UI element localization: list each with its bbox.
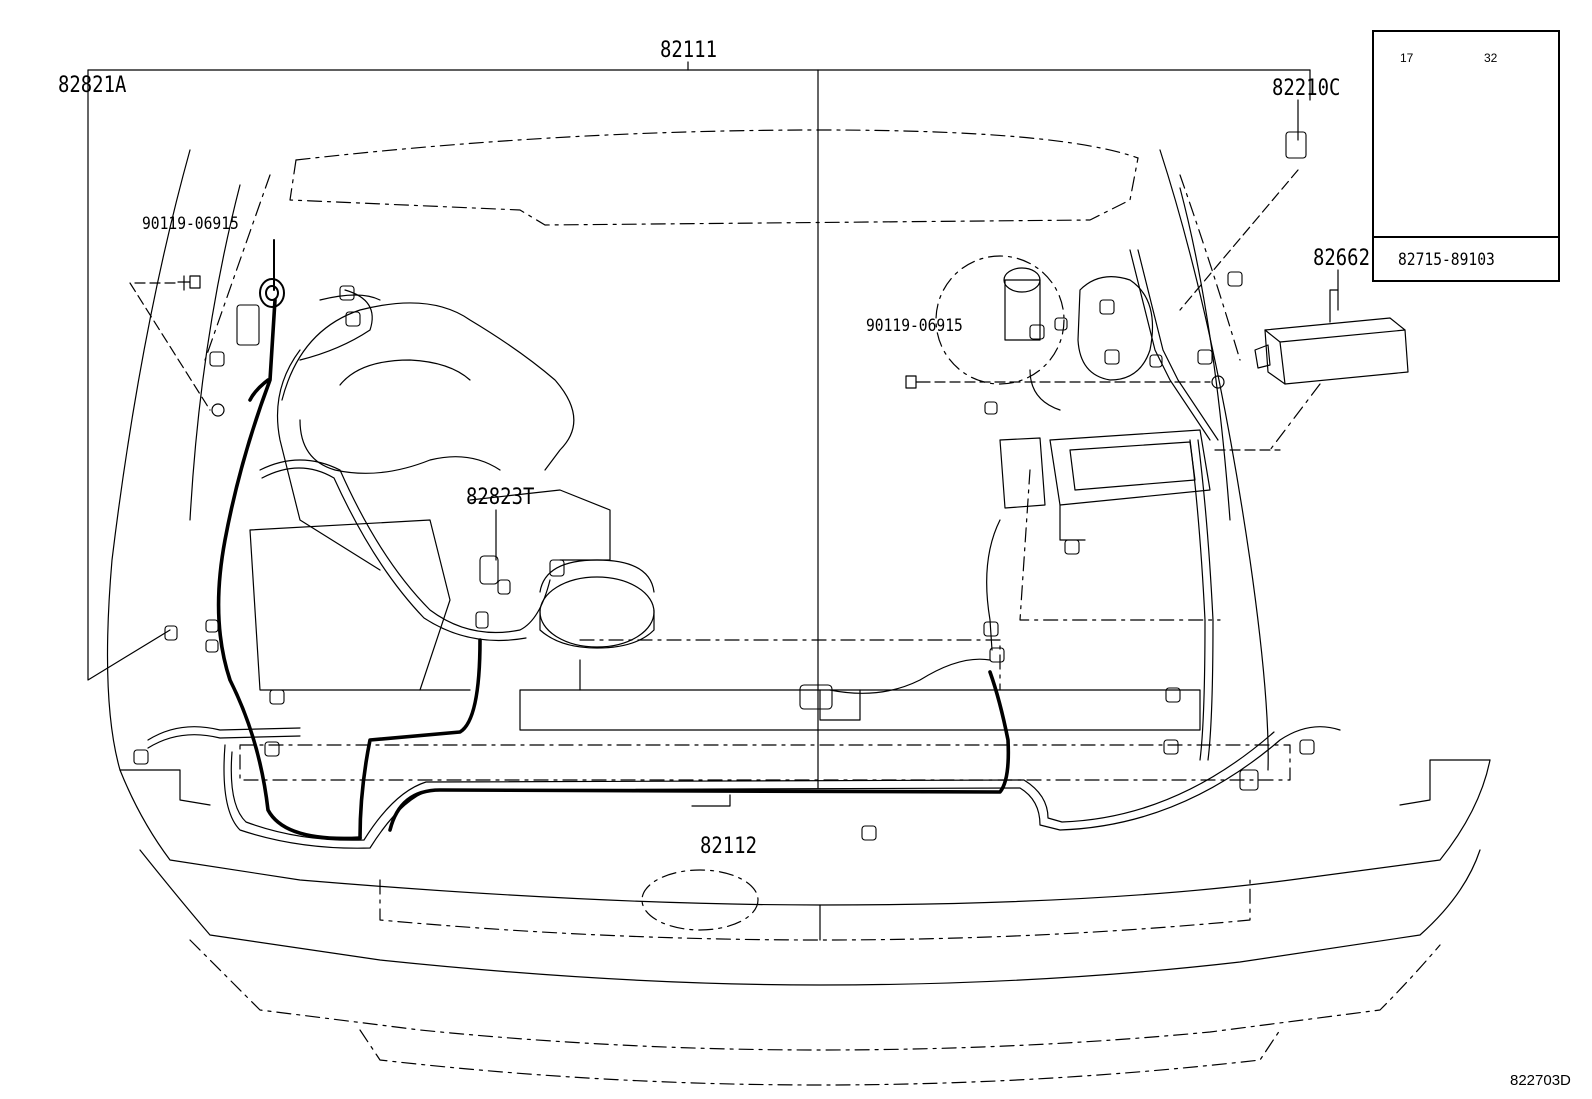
- inset-dim-17: 17: [1400, 51, 1414, 65]
- label-82112: 82112: [700, 834, 757, 859]
- inset-part-number: 82715-89103: [1398, 250, 1495, 270]
- bolt-right-icon: [905, 375, 1225, 389]
- connectors: [133, 131, 1315, 841]
- inset-caption: 82715-89103: [1374, 236, 1558, 280]
- bolt-left-icon: [129, 275, 225, 417]
- engine-block: [249, 302, 655, 691]
- label-82210c: 82210C: [1272, 76, 1341, 101]
- brake-booster: [935, 255, 1153, 411]
- antenna-lead: [259, 239, 285, 308]
- label-bolt-left: 90119-06915: [142, 214, 239, 234]
- inset-dim-32: 32: [1484, 51, 1498, 65]
- label-82111: 82111: [660, 38, 717, 63]
- harness-routing: [147, 249, 1341, 849]
- label-82662: 82662: [1313, 246, 1370, 271]
- label-82821a: 82821A: [58, 73, 127, 98]
- label-82823t: 82823T: [466, 485, 535, 510]
- label-bolt-right: 90119-06915: [866, 316, 963, 336]
- body-outline: [106, 149, 1491, 1086]
- relay-block-82662: [1254, 289, 1409, 451]
- main-harness-leader: [87, 61, 1311, 789]
- fuse-box: [999, 429, 1221, 621]
- radiator-support: [239, 639, 1291, 931]
- label-leaders: [495, 169, 1339, 807]
- bracket-inset: 17 32 82715-89103: [1372, 30, 1560, 282]
- hood-outline: [204, 129, 1241, 361]
- bold-harness: [216, 298, 1011, 841]
- figure-reference: 822703D: [1510, 1072, 1571, 1089]
